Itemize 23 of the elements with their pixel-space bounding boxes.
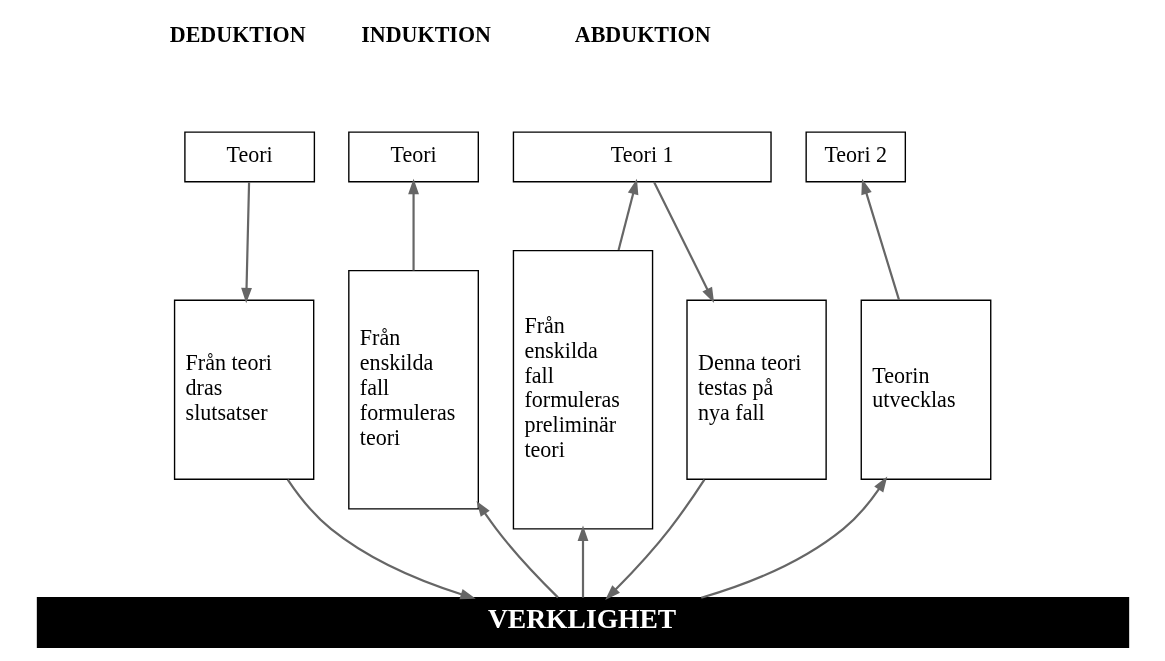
node-box: Teorin utvecklas [860, 299, 991, 480]
node-box: Från teori dras slutsatser [173, 299, 314, 480]
arrow [407, 178, 419, 271]
node-box: Teori 1 [512, 131, 772, 183]
node-box: Teori 2 [804, 131, 906, 183]
arrow [286, 479, 476, 600]
node-box: Denna teori testas på nya fall [685, 299, 827, 480]
label: INDUKTION [360, 22, 491, 48]
node-box: Från enskilda fall formuleras preliminär teori [512, 249, 653, 530]
node-box: Från enskilda fall formuleras teori [347, 269, 479, 510]
node-box: VERKLIGHET [36, 597, 1129, 648]
arrow [475, 500, 559, 599]
arrow [860, 178, 900, 301]
arrow [700, 476, 887, 599]
arrow [577, 525, 588, 598]
arrow [617, 178, 638, 251]
arrow [240, 182, 252, 304]
node-box: Teori [183, 131, 315, 183]
node-box: Teori [347, 131, 479, 183]
label: ABDUKTION [574, 22, 711, 48]
label: DEDUKTION [169, 22, 306, 48]
arrow [604, 478, 705, 600]
arrow [652, 181, 714, 303]
